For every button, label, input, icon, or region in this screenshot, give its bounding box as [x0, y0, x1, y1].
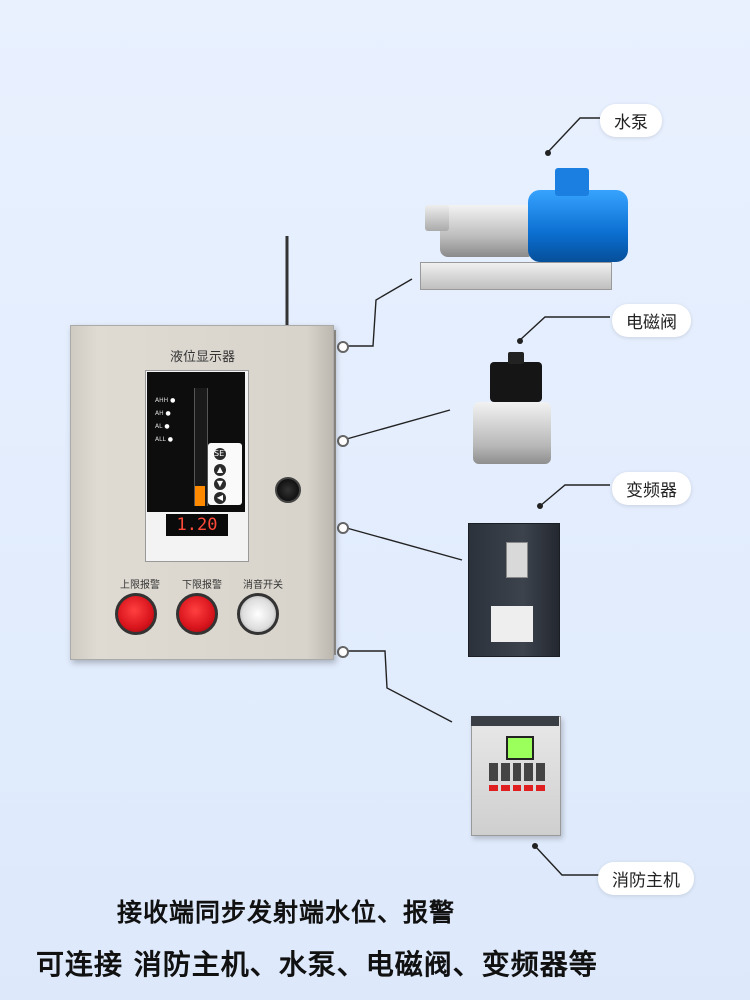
port-ring [337, 646, 349, 658]
upper-alarm-label: 上限报警 [120, 580, 160, 591]
callout-dot [545, 150, 551, 156]
status-ahh: AHH ● [155, 397, 176, 404]
vfd-connector-line [342, 526, 463, 561]
cabinet-title: 液位显示器 [170, 350, 236, 365]
port-ring [337, 341, 349, 353]
caption-line-2: 可连接 消防主机、水泵、电磁阀、变频器等 [36, 948, 598, 981]
lower-alarm-label: 下限报警 [182, 580, 222, 591]
callout-dot [537, 503, 543, 509]
mute-switch[interactable] [237, 593, 279, 635]
vfd-nameplate [491, 606, 533, 642]
level-readout: 1.20 [166, 514, 228, 536]
up-key[interactable]: ▲ [214, 464, 226, 476]
fire-alarm-host-label: 消防主机 [598, 862, 694, 895]
pump-housing [440, 205, 535, 257]
set-key[interactable]: SET [214, 448, 230, 460]
down-key[interactable]: ▼ [214, 478, 226, 490]
vfd-label: 变频器 [612, 472, 691, 505]
pump-motor [528, 190, 628, 262]
caption-line-1: 接收端同步发射端水位、报警 [117, 898, 456, 927]
fire-alarm-host-leds [489, 785, 545, 791]
pump-callout-line [547, 117, 600, 153]
pump-label: 水泵 [600, 104, 662, 137]
fire-alarm-host-slots [489, 763, 545, 781]
lower-alarm-button[interactable] [176, 593, 218, 635]
firehost-callout-line [534, 845, 603, 876]
left-key[interactable]: ◀ [214, 492, 226, 504]
callout-dot [532, 843, 538, 849]
mute-switch-label: 消音开关 [243, 580, 283, 591]
solenoid-valve-label: 电磁阀 [612, 304, 691, 337]
level-bar-fill [195, 486, 205, 506]
valve-callout-line [519, 316, 610, 341]
valve-body [473, 402, 551, 464]
callout-dot [517, 338, 523, 344]
pump-connector-line [343, 278, 413, 347]
upper-alarm-button[interactable] [115, 593, 157, 635]
level-bar [194, 388, 208, 506]
status-al: AL ● [155, 423, 170, 430]
status-ah: AH ● [155, 410, 171, 417]
fire-alarm-host-screen [506, 736, 534, 760]
status-all: ALL ● [155, 436, 173, 443]
alarm-status-list: AHH ● AH ● AL ● ALL ● [155, 394, 175, 446]
valve-cap [508, 352, 524, 364]
fire-alarm-host-top [471, 716, 559, 726]
pump-inlet [425, 205, 449, 231]
port-ring [337, 522, 349, 534]
port-ring [337, 435, 349, 447]
valve-connector-line [342, 409, 451, 441]
indicator-light [275, 477, 301, 503]
vfd-callout-line [539, 484, 610, 507]
pump-base [420, 262, 612, 290]
vfd-keypad [506, 542, 528, 578]
firehost-connector-line [343, 650, 453, 723]
valve-coil [490, 362, 542, 402]
pump-terminal-box [555, 168, 589, 196]
